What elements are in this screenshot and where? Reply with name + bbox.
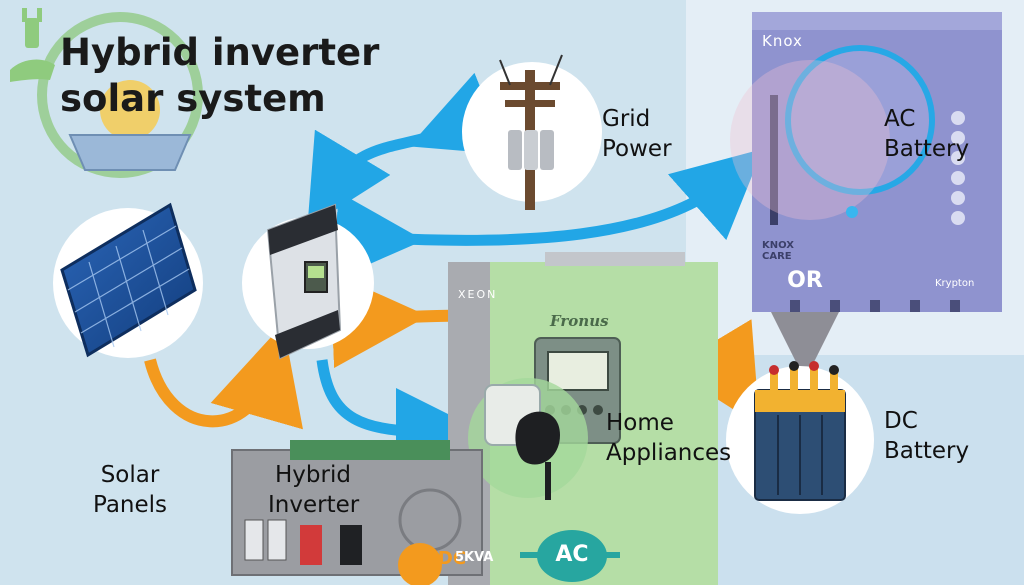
or-badge: OR <box>787 268 823 293</box>
label-ac-battery-line1: AC <box>884 106 916 132</box>
arrow-inverter-acbattery <box>333 148 763 280</box>
label-ac-battery-line2: Battery <box>884 136 970 162</box>
title-line-2: solar system <box>60 77 326 120</box>
brand-knox-care-line1: KNOX <box>762 240 794 251</box>
charger-device <box>231 440 483 585</box>
title-line-1: Hybrid inverter <box>60 31 380 74</box>
brand-fronus: Fronus <box>550 312 609 330</box>
label-ac-battery: AC Battery <box>884 104 969 164</box>
label-hybrid-inverter-line1: Hybrid <box>275 462 351 488</box>
label-solar-panels-line1: Solar <box>100 462 160 488</box>
arrow-grid-inverter <box>307 72 508 228</box>
label-dc-battery-line2: Battery <box>884 438 970 464</box>
ac-badge-ellipse <box>537 530 607 582</box>
solar-plug-logo <box>10 8 203 178</box>
hybrid-inverter-icon <box>242 203 374 360</box>
label-dc-battery: DC Battery <box>884 406 969 466</box>
arrow-solar-inverter <box>144 323 303 430</box>
label-hybrid-inverter: Hybrid Inverter <box>268 460 360 520</box>
dc-battery-icon <box>726 361 874 514</box>
brand-knox-care-line2: CARE <box>762 251 792 262</box>
diagram-title: Hybrid inverter solar system <box>60 30 379 122</box>
label-home-appliances-line1: Home <box>606 410 674 436</box>
label-grid-power-line2: Power <box>602 136 672 162</box>
home-appliance-unit <box>448 252 718 585</box>
brand-krypton: Krypton <box>935 278 975 289</box>
ac-battery-unit <box>730 12 1002 312</box>
label-dc-battery-line1: DC <box>884 408 918 434</box>
label-home-appliances: Home Appliances <box>606 408 731 468</box>
label-hybrid-inverter-line2: Inverter <box>268 492 360 518</box>
label-grid-power: Grid Power <box>602 104 672 164</box>
brand-xeon: XEON <box>458 288 498 301</box>
arrow-inverter-appliances <box>316 359 484 476</box>
label-solar-panels: Solar Panels <box>88 460 172 520</box>
grid-power-icon <box>462 54 602 210</box>
dc-badge: DC <box>437 548 467 569</box>
brand-knox-care: KNOX CARE <box>762 240 794 262</box>
brand-kva: 5KVA <box>455 550 494 565</box>
ac-badge: AC <box>555 542 589 567</box>
label-grid-power-line1: Grid <box>602 106 651 132</box>
brand-knox: Knox <box>762 32 803 50</box>
solar-panel-icon <box>53 202 203 358</box>
label-solar-panels-line2: Panels <box>92 492 168 518</box>
label-home-appliances-line2: Appliances <box>606 440 732 466</box>
